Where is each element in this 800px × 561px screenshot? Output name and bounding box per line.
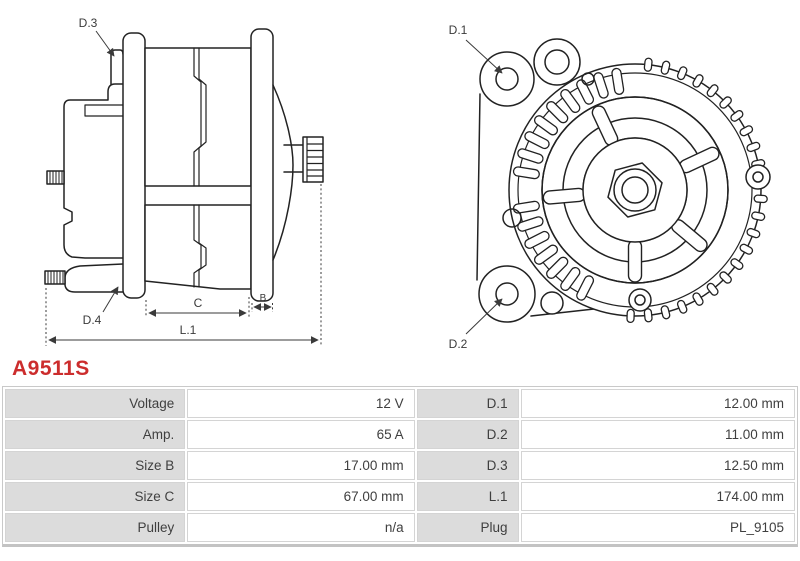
spec-label: Size C — [5, 482, 186, 511]
body-upper — [144, 47, 252, 187]
table-row: Size B 17.00 mm D.3 12.50 mm — [5, 451, 795, 480]
technical-drawings: D.3 D.4 C B L.1 — [44, 16, 771, 351]
table-row: Amp. 65 A D.2 11.00 mm — [5, 420, 795, 449]
body-lower — [144, 204, 252, 290]
hub-nut — [607, 162, 663, 218]
spec-table: Voltage 12 V D.1 12.00 mm Amp. 65 A D.2 … — [2, 386, 798, 547]
spec-label: D.1 — [416, 389, 519, 418]
spec-value: 174.00 mm — [520, 482, 795, 511]
spec-label: Amp. — [5, 420, 186, 449]
pulley-grooves — [302, 136, 324, 183]
spec-value: PL_9105 — [520, 513, 795, 542]
label-d2: D.2 — [449, 337, 468, 351]
spec-value: 12.00 mm — [520, 389, 795, 418]
side-view-drawing — [44, 28, 324, 302]
spec-label: D.2 — [416, 420, 519, 449]
spec-label: Size B — [5, 451, 186, 480]
spec-label: L.1 — [416, 482, 519, 511]
spec-value: n/a — [187, 513, 415, 542]
fan-spokes — [542, 105, 720, 283]
terminal-stud — [46, 170, 65, 185]
spec-label: Pulley — [5, 513, 186, 542]
table-row: Pulley n/a Plug PL_9105 — [5, 513, 795, 542]
leader-d2 — [465, 298, 503, 335]
front-leaders — [465, 39, 503, 335]
spec-label: Voltage — [5, 389, 186, 418]
lower-stud — [44, 270, 66, 285]
label-b: B — [260, 293, 267, 304]
rear-housing — [63, 83, 124, 259]
vent-slots — [512, 67, 625, 301]
label-c: C — [194, 296, 203, 310]
spec-value: 65 A — [187, 420, 415, 449]
fan-bulge — [272, 84, 294, 261]
label-d3: D.3 — [79, 16, 98, 30]
spec-value: 12 V — [187, 389, 415, 418]
shaft — [283, 144, 304, 173]
label-d4: D.4 — [83, 313, 102, 327]
spec-value: 67.00 mm — [187, 482, 415, 511]
spec-label: Plug — [416, 513, 519, 542]
label-d1: D.1 — [449, 23, 468, 37]
label-l1: L.1 — [180, 323, 197, 337]
mount-bracket — [122, 32, 146, 299]
front-frame — [250, 28, 274, 302]
spec-label: D.3 — [416, 451, 519, 480]
leader-d1 — [465, 39, 503, 74]
front-view-drawing — [476, 38, 771, 324]
hole-d1 — [495, 67, 519, 91]
leader-d4 — [102, 286, 119, 313]
table-row: Voltage 12 V D.1 12.00 mm — [5, 389, 795, 418]
spec-value: 12.50 mm — [520, 451, 795, 480]
spec-value: 11.00 mm — [520, 420, 795, 449]
dimension-lines — [45, 30, 322, 346]
leader-d3 — [95, 30, 115, 57]
lower-lug — [64, 263, 124, 293]
spec-value: 17.00 mm — [187, 451, 415, 480]
table-row: Size C 67.00 mm L.1 174.00 mm — [5, 482, 795, 511]
part-number: A9511S — [12, 357, 90, 380]
